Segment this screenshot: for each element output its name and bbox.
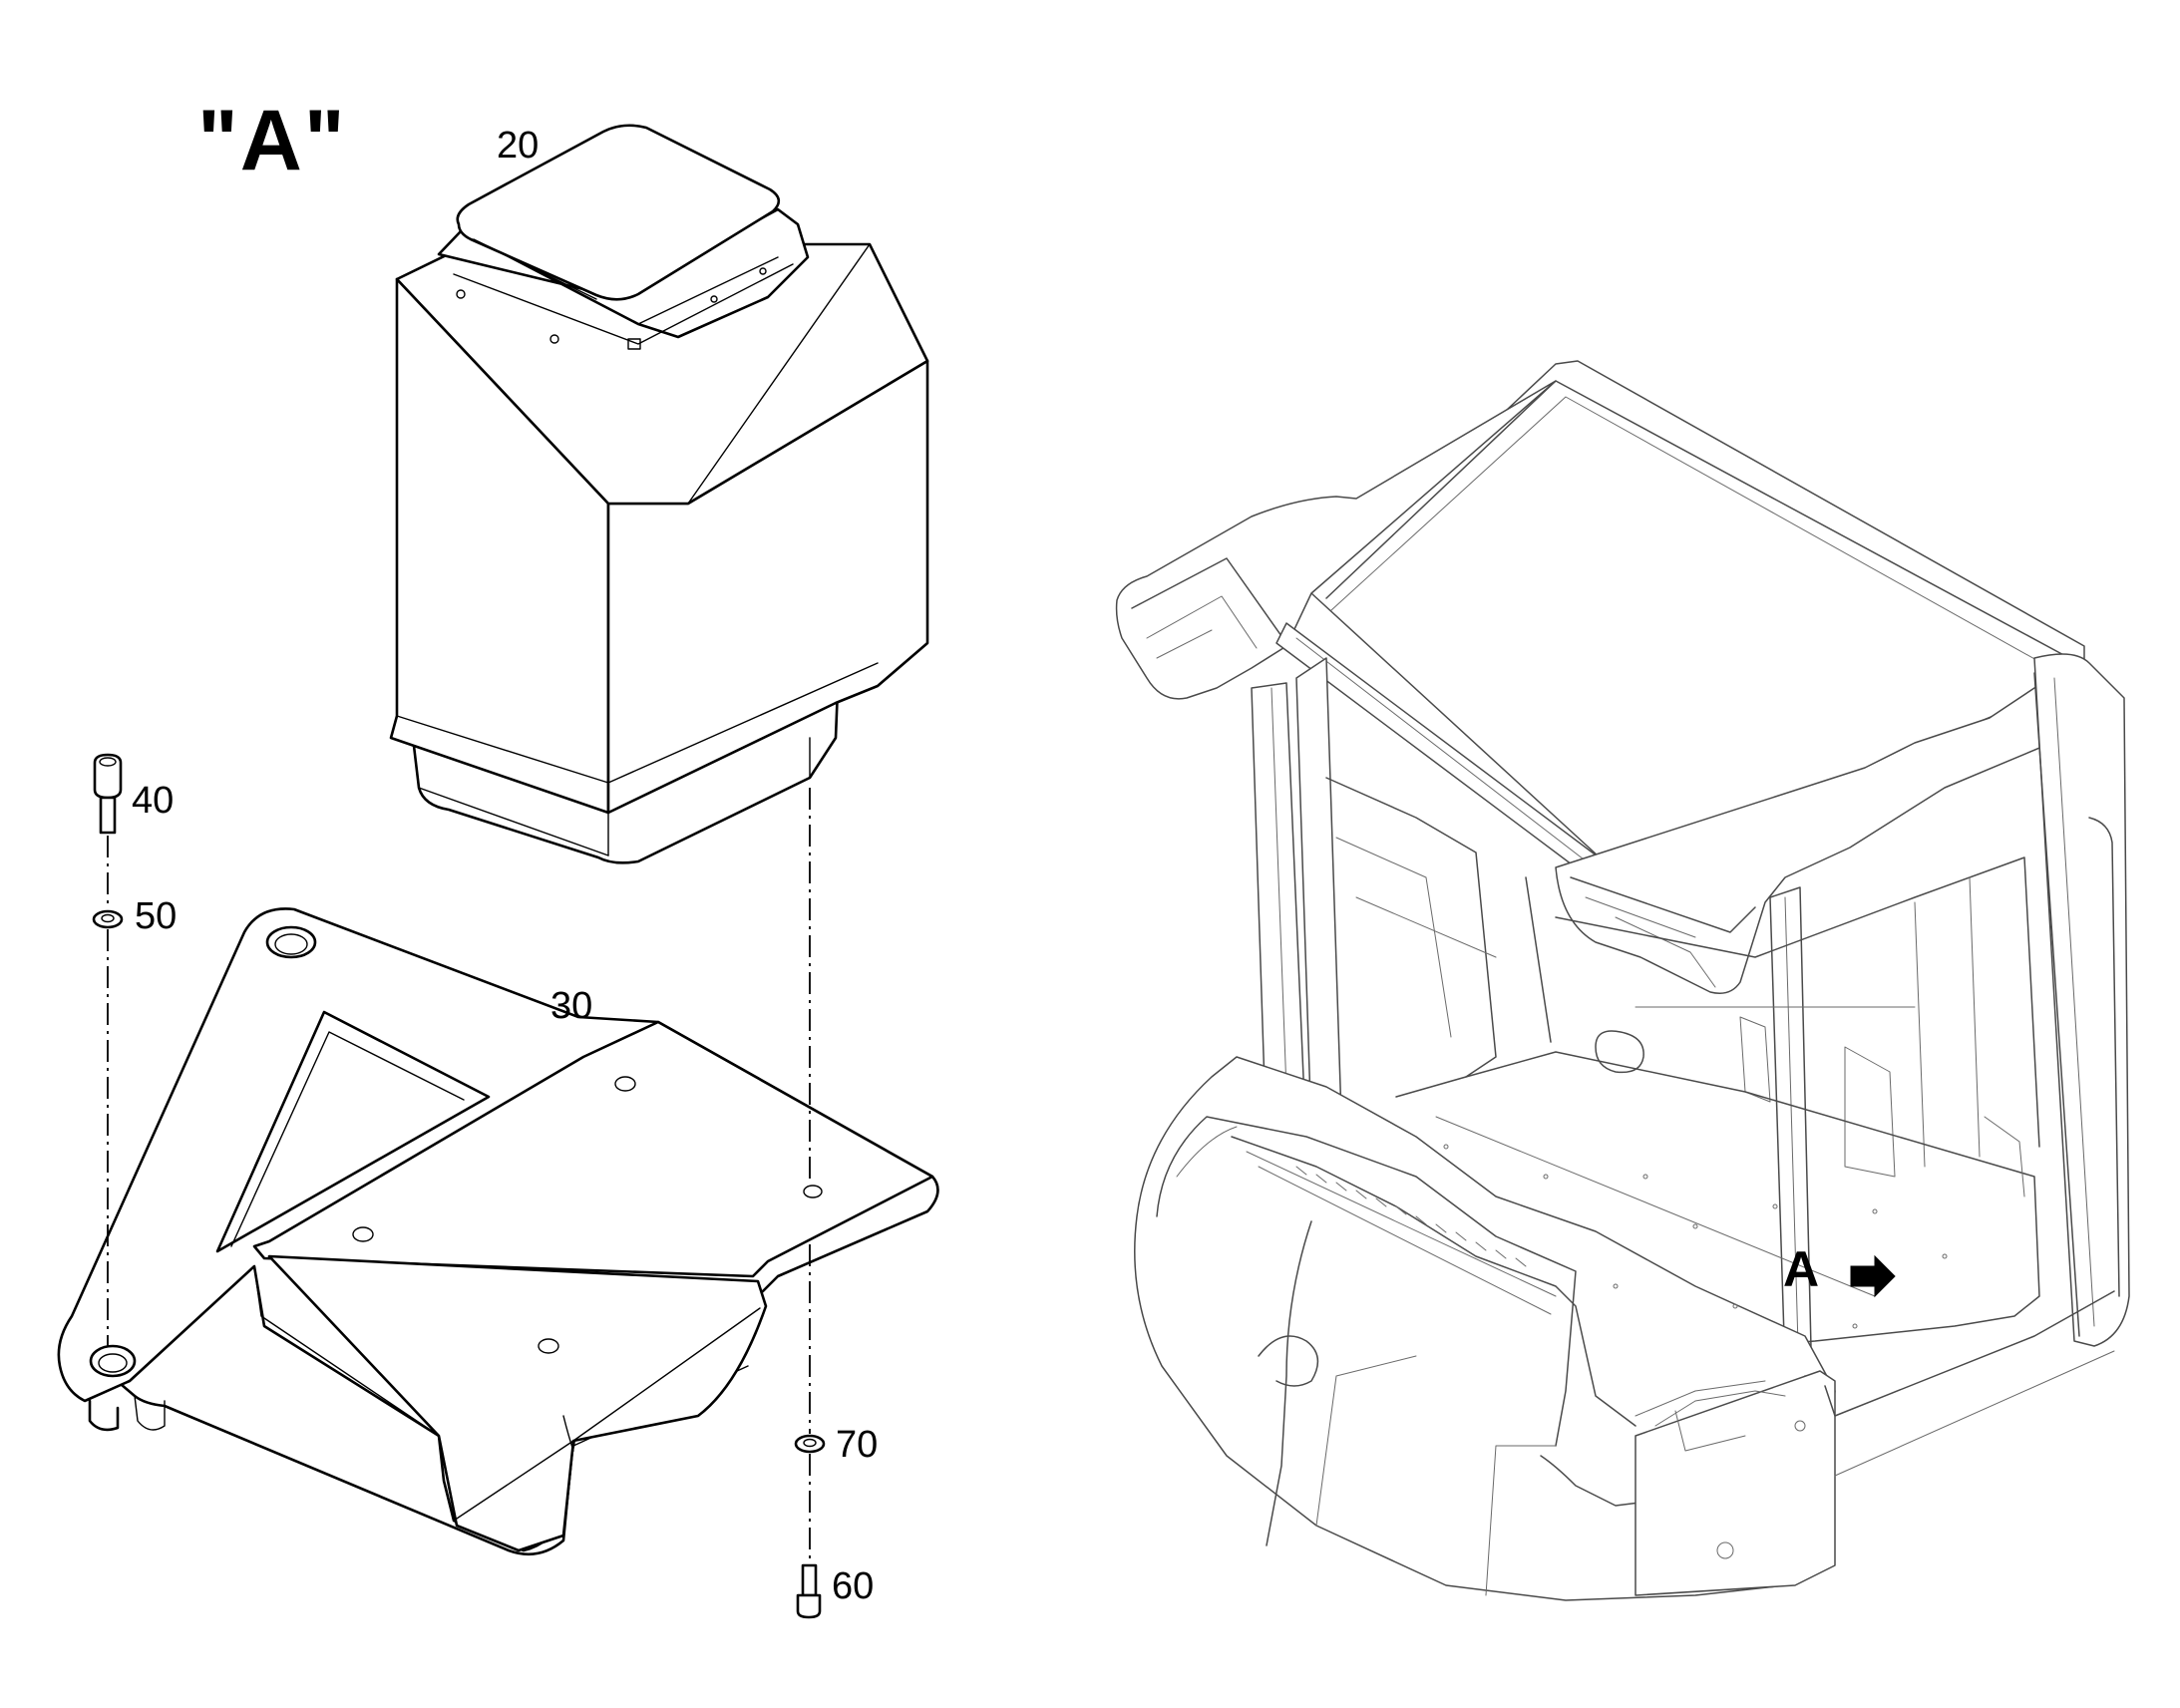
callout-70: 70 (836, 1424, 879, 1466)
part-20-housing (389, 124, 929, 864)
assembly-centre-lines (107, 788, 811, 1563)
part-40-screw (93, 753, 123, 835)
part-60-screw (796, 1563, 822, 1619)
view-marker-a: A (1783, 1241, 1820, 1297)
truck-cabin-overview (1115, 360, 2130, 1601)
part-50-washer (92, 909, 124, 929)
callout-40: 40 (132, 780, 175, 822)
callout-60: 60 (832, 1565, 875, 1607)
callout-20: 20 (497, 125, 540, 167)
part-30-plate (57, 907, 939, 1556)
view-direction-arrow (1850, 1254, 1896, 1298)
part-70-washer (794, 1434, 826, 1454)
view-title-a: "A" (197, 93, 347, 188)
callout-50: 50 (135, 895, 178, 937)
callout-30: 30 (550, 985, 593, 1027)
